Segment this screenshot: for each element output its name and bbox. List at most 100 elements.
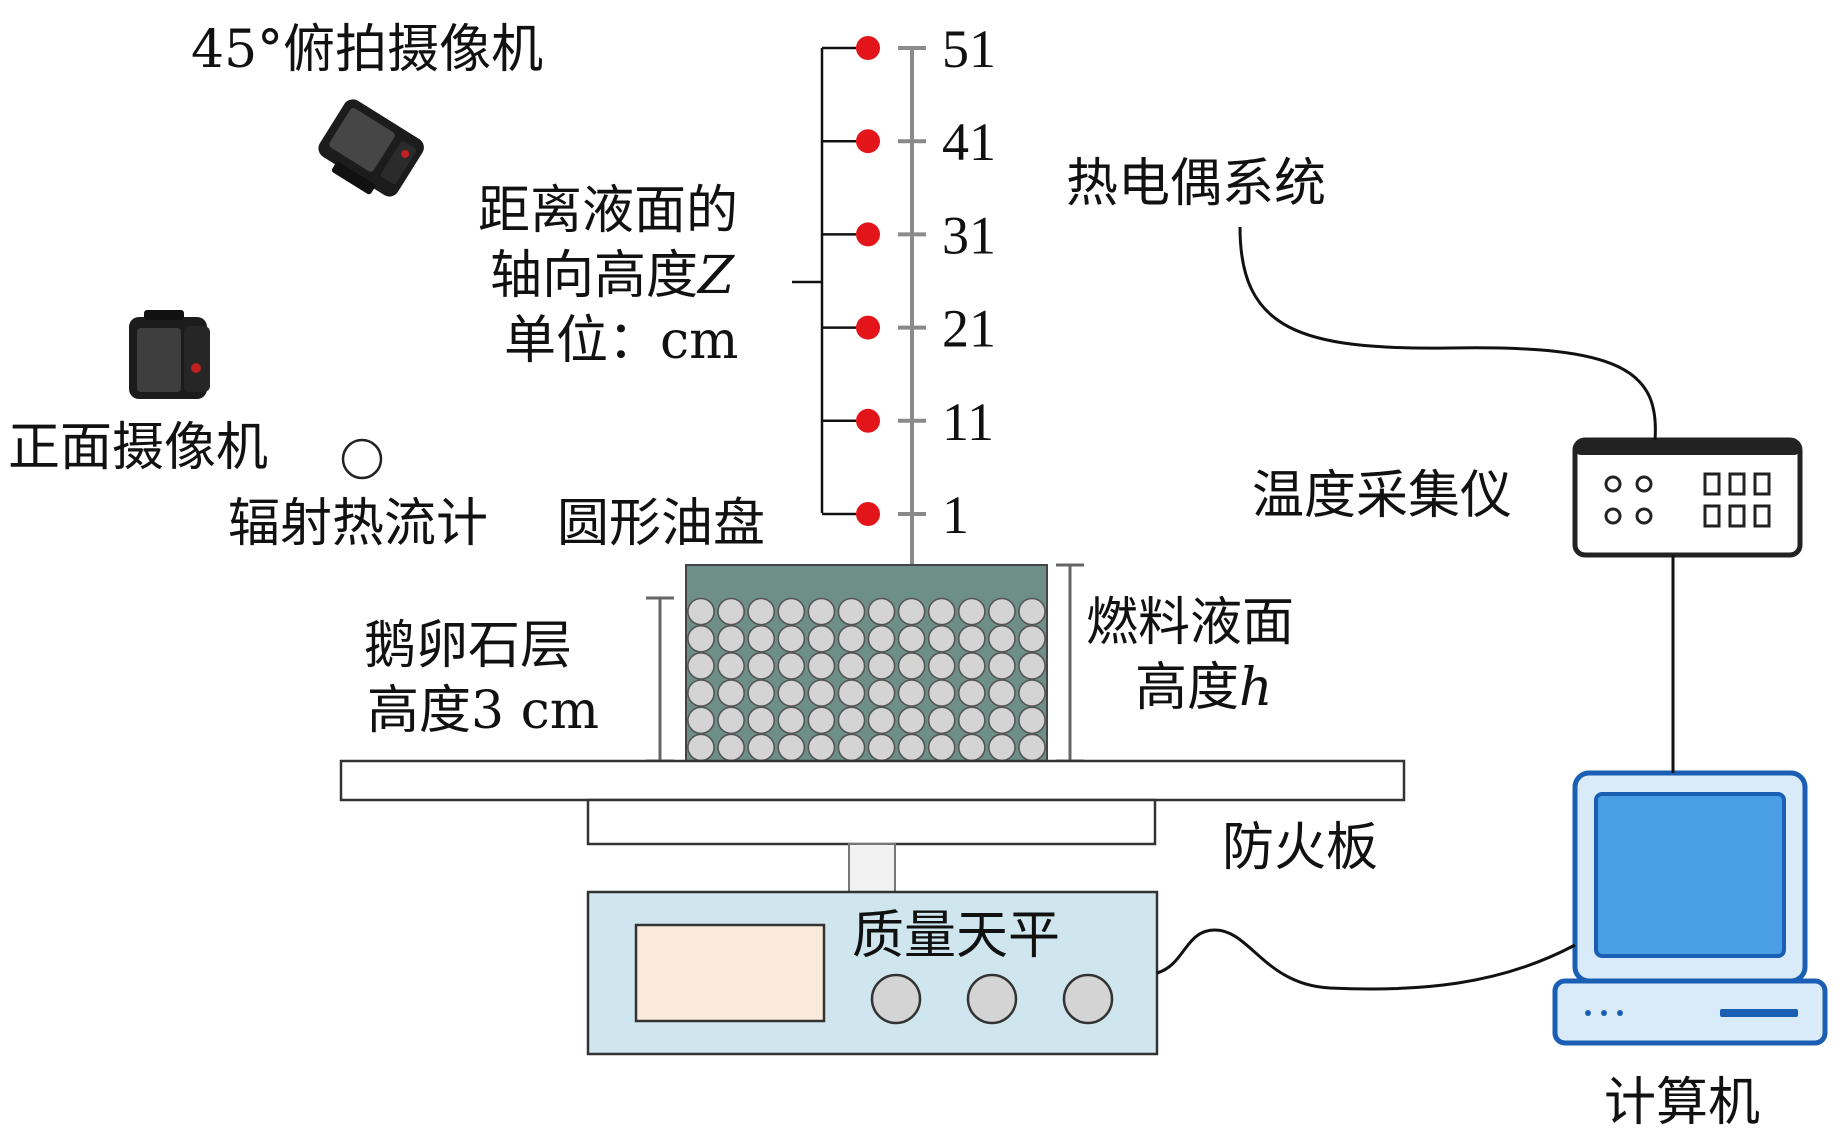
board-support <box>586 798 1157 846</box>
pebble <box>1018 652 1046 680</box>
pebble <box>777 679 806 708</box>
pebble <box>897 706 926 735</box>
pebble <box>747 706 776 735</box>
radiometer-icon <box>341 438 383 480</box>
pebble <box>687 624 715 653</box>
thermocouple-point <box>856 315 880 340</box>
thermocouple-point <box>856 129 880 154</box>
pebble <box>1018 597 1046 626</box>
pebble <box>988 706 1016 735</box>
pebble <box>957 597 986 626</box>
pebble <box>717 597 746 626</box>
pebble-height-dimension <box>646 596 674 763</box>
pebble <box>867 679 896 708</box>
fuel-height-label-1: 燃料液面 <box>1086 593 1294 653</box>
balance-column <box>848 843 896 893</box>
pebble <box>1018 733 1046 762</box>
pebble <box>927 624 956 653</box>
pebble <box>747 652 776 680</box>
fireproof-board <box>339 759 1406 802</box>
height-tick-label: 11 <box>942 392 994 452</box>
pebble <box>807 733 836 762</box>
thermocouple-point <box>856 502 880 526</box>
pebble <box>687 597 715 626</box>
pebble <box>988 733 1016 762</box>
pebble <box>957 624 986 653</box>
pebble <box>687 679 715 708</box>
thermocouple-system-label: 热电偶系统 <box>1066 154 1326 214</box>
pebble-height-label-2: 高度3 cm <box>367 681 599 741</box>
pan-label: 圆形油盘 <box>557 494 765 554</box>
height-axis-label-2: 轴向高度Z <box>490 246 735 306</box>
pebble <box>897 597 926 626</box>
pebble <box>747 597 776 626</box>
balance-icon <box>586 890 1159 1056</box>
pebble <box>717 652 746 680</box>
thermocouple-point <box>856 408 880 433</box>
pebble <box>687 733 715 762</box>
computer-label: 计算机 <box>1604 1073 1760 1133</box>
pebble <box>747 733 776 762</box>
pebble <box>777 652 806 680</box>
pebble <box>807 679 836 708</box>
pebble <box>897 679 926 708</box>
pebble <box>1018 624 1046 653</box>
pebble <box>807 706 836 735</box>
pebble <box>1018 679 1046 708</box>
pebble <box>747 624 776 653</box>
pebble <box>927 652 956 680</box>
height-axis-label-1: 距离液面的 <box>478 181 738 241</box>
pebble <box>837 706 866 735</box>
balance-knob <box>1062 973 1114 1025</box>
height-tick-label: 21 <box>942 299 996 359</box>
pebble <box>867 706 896 735</box>
height-tick-label: 31 <box>942 205 996 265</box>
pebble <box>807 597 836 626</box>
pebble <box>807 624 836 653</box>
balance-display <box>634 923 826 1023</box>
balance-knob <box>966 973 1018 1025</box>
pebble <box>837 733 866 762</box>
pebble <box>988 597 1016 626</box>
pebble <box>957 706 986 735</box>
pebble <box>927 733 956 762</box>
pebble <box>717 624 746 653</box>
fuel-height-dimension <box>1056 563 1084 763</box>
pebble <box>988 624 1016 653</box>
pebble <box>687 706 715 735</box>
pebble <box>927 706 956 735</box>
pebble <box>837 652 866 680</box>
thermocouple-point <box>856 36 880 60</box>
height-tick-label: 51 <box>942 19 996 79</box>
pebble <box>717 679 746 708</box>
thermocouple-cable <box>1238 226 1657 441</box>
fuel-layer <box>685 564 1048 762</box>
pebble <box>837 624 866 653</box>
balance-computer-cable <box>1156 928 1576 991</box>
pebble <box>837 679 866 708</box>
camera-45-icon <box>318 99 424 197</box>
temp-logger-label: 温度采集仪 <box>1252 466 1512 526</box>
pebble-layer <box>687 597 1046 762</box>
camera-45-label: 45°俯拍摄像机 <box>191 20 543 80</box>
pebble <box>837 597 866 626</box>
pebble <box>777 733 806 762</box>
pebble <box>927 597 956 626</box>
pebble <box>717 733 746 762</box>
pebble <box>687 652 715 680</box>
camera-front-label: 正面摄像机 <box>8 418 268 478</box>
pebble <box>957 679 986 708</box>
pebble <box>988 679 1016 708</box>
pebble <box>897 652 926 680</box>
height-tick-label: 41 <box>942 112 996 172</box>
pebble <box>927 679 956 708</box>
pebble <box>747 679 776 708</box>
pebble <box>867 597 896 626</box>
pebble <box>807 652 836 680</box>
fuel-height-label-2: 高度h <box>1135 658 1273 718</box>
pebble <box>777 597 806 626</box>
pebble <box>1018 706 1046 735</box>
balance-knob <box>870 973 922 1025</box>
